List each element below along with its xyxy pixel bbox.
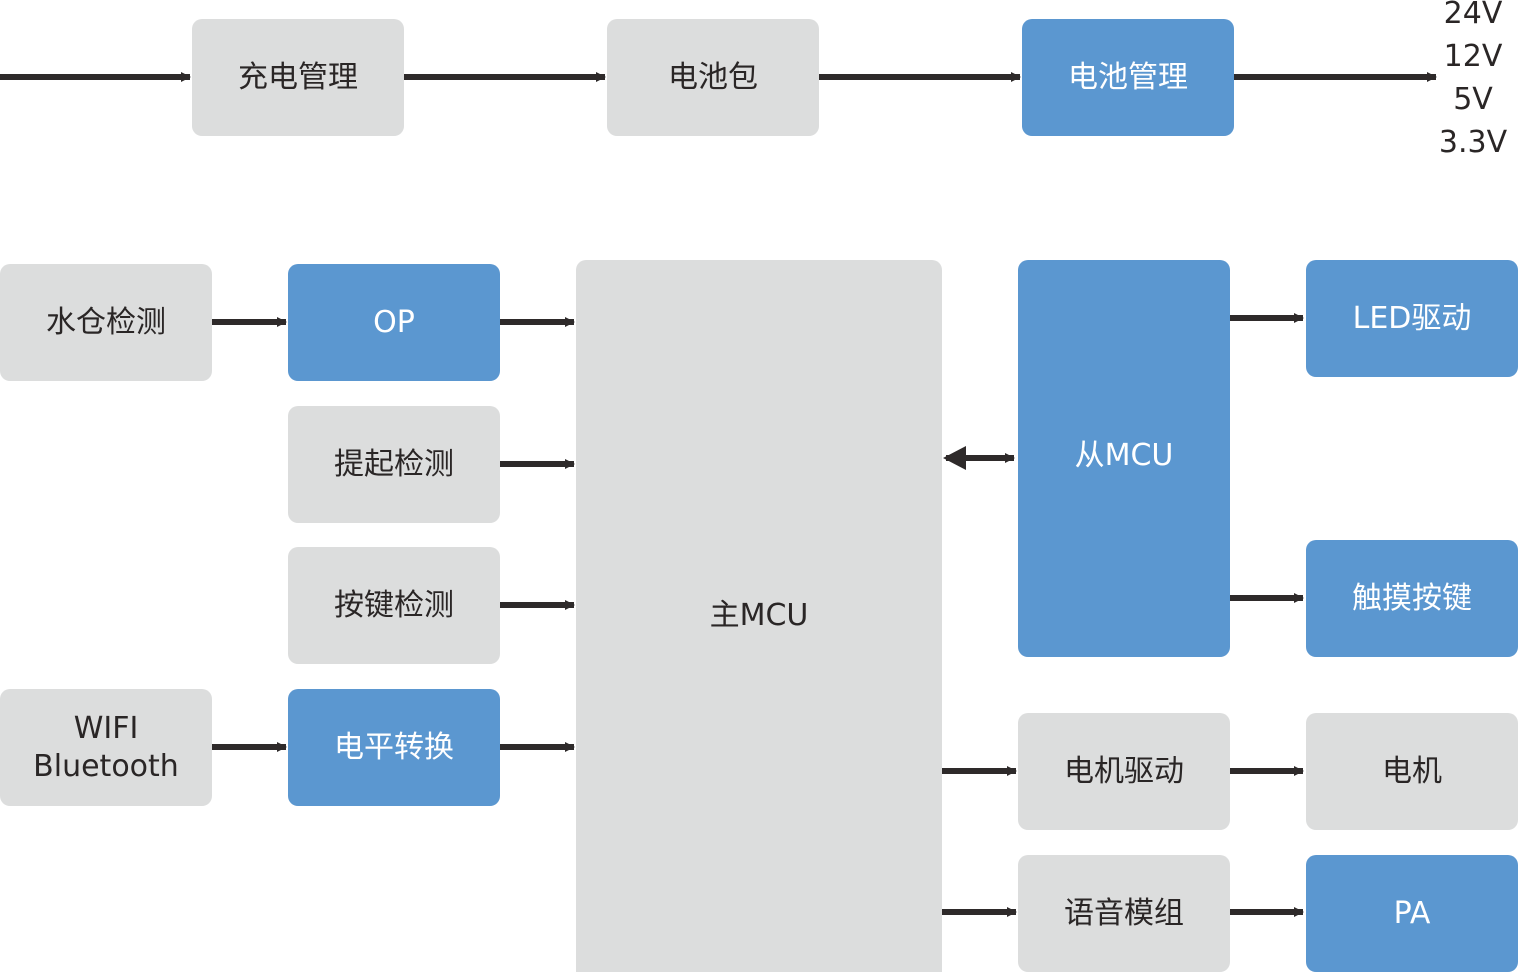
voltage-5v: 5V xyxy=(1453,82,1493,117)
voltage-3v3: 3.3V xyxy=(1438,125,1508,160)
wifi-bluetooth-block: WIFI Bluetooth xyxy=(0,689,212,806)
touch-keys-block: 触摸按键 xyxy=(1306,540,1518,657)
arrowhead-left-bidirectional xyxy=(943,446,966,470)
touch-keys-label: 触摸按键 xyxy=(1352,580,1472,616)
slave-mcu-block: 从MCU xyxy=(1018,260,1230,657)
pa-label: PA xyxy=(1393,895,1431,931)
battery-management-label: 电池管理 xyxy=(1068,59,1188,95)
lift-detect-label: 提起检测 xyxy=(334,446,454,482)
voice-module-block: 语音模组 xyxy=(1018,855,1230,972)
led-driver-label: LED驱动 xyxy=(1352,300,1472,336)
battery-pack-label: 电池包 xyxy=(668,59,758,95)
op-label: OP xyxy=(373,304,415,340)
bluetooth-label: Bluetooth xyxy=(33,748,179,784)
charge-management-block: 充电管理 xyxy=(192,19,404,136)
charge-management-label: 充电管理 xyxy=(238,59,358,95)
pa-block: PA xyxy=(1306,855,1518,972)
key-detect-block: 按键检测 xyxy=(288,547,500,664)
battery-pack-block: 电池包 xyxy=(607,19,819,136)
voltage-24v: 24V xyxy=(1443,0,1503,31)
slave-mcu-label: 从MCU xyxy=(1074,438,1174,473)
key-detect-label: 按键检测 xyxy=(334,587,454,623)
main-mcu-label: 主MCU xyxy=(709,598,809,633)
main-mcu-block: 主MCU xyxy=(576,260,942,972)
battery-management-block: 电池管理 xyxy=(1022,19,1234,136)
level-shift-label: 电平转换 xyxy=(334,729,454,765)
level-shift-block: 电平转换 xyxy=(288,689,500,806)
water-tank-detect-block: 水仓检测 xyxy=(0,264,212,381)
op-block: OP xyxy=(288,264,500,381)
water-tank-detect-label: 水仓检测 xyxy=(46,304,166,340)
motor-driver-label: 电机驱动 xyxy=(1064,753,1184,789)
motor-driver-block: 电机驱动 xyxy=(1018,713,1230,830)
voltage-12v: 12V xyxy=(1443,39,1503,74)
lift-detect-block: 提起检测 xyxy=(288,406,500,523)
voice-module-label: 语音模组 xyxy=(1064,895,1184,931)
motor-block: 电机 xyxy=(1306,713,1518,830)
wifi-label: WIFI xyxy=(73,710,139,746)
motor-label: 电机 xyxy=(1382,753,1442,789)
led-driver-block: LED驱动 xyxy=(1306,260,1518,377)
output-voltages: 24V 12V 5V 3.3V xyxy=(1436,0,1510,164)
